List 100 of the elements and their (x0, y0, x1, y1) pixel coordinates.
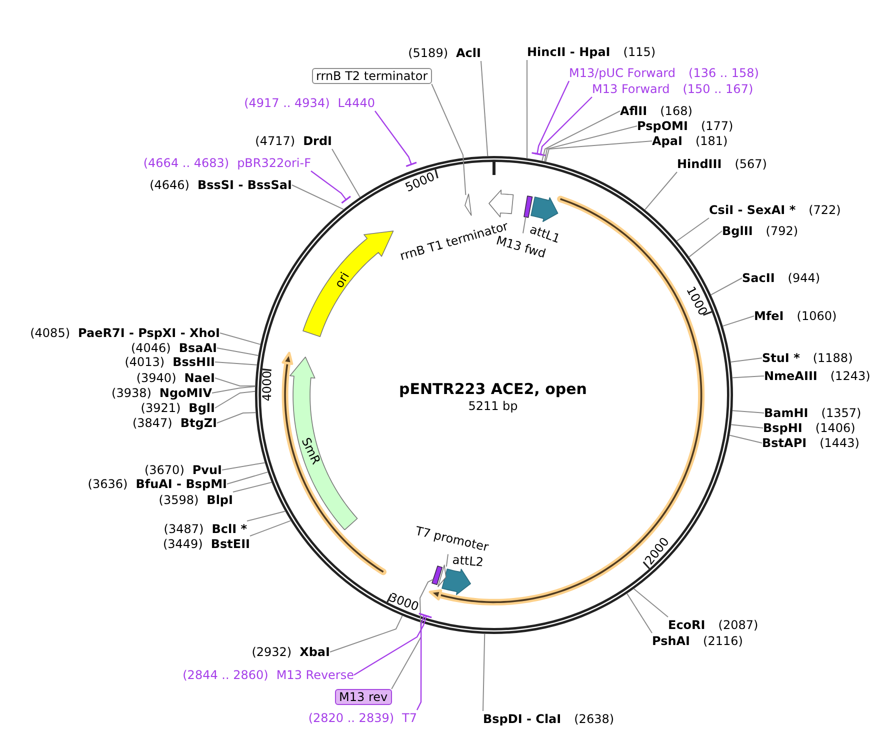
primer-position: (2820 .. 2839) (308, 710, 394, 726)
scale-number: 5000 (403, 169, 437, 195)
leader-line (330, 615, 403, 652)
leader-line (431, 84, 466, 196)
feature-label: attL2 (452, 552, 484, 570)
feature-tag: rrnB T2 terminator (312, 68, 432, 84)
leader-line (310, 170, 352, 204)
site-position: (1188) (812, 350, 853, 366)
enzyme-name: PvuI (192, 462, 222, 478)
site-position: (4646) (150, 177, 190, 193)
site-position: (3847) (132, 415, 172, 431)
site-position: (944) (788, 270, 820, 286)
primer-name: M13 Reverse (276, 667, 354, 683)
site-position: (1243) (830, 368, 870, 384)
enzyme-name: BstEII (210, 536, 250, 552)
scale-number: 4000 (260, 370, 274, 402)
leader-line (730, 424, 764, 428)
enzyme-name: SacII (742, 270, 775, 286)
site-position: (4013) (124, 354, 165, 370)
leader-line (332, 148, 360, 198)
primer-name: M13 Forward (592, 81, 670, 97)
leader-line (633, 588, 668, 618)
site-position: (1406) (815, 420, 856, 436)
leader-line (292, 184, 344, 210)
leader-line (354, 613, 432, 676)
plasmid-name: pENTR223 ACE2, open (399, 380, 587, 398)
primer-position: (4917 .. 4934) (244, 95, 330, 111)
enzyme-name: PaeR7I - PspXI - XhoI (78, 325, 220, 341)
enzyme-name: BssSI - BssSaI (197, 177, 292, 193)
leader-line (644, 172, 678, 210)
feature-label: SmR (298, 436, 324, 466)
leader-line (722, 316, 754, 327)
leader-line (446, 554, 448, 568)
site-position: (567) (734, 156, 767, 172)
site-position: (2638) (574, 711, 614, 727)
site-position: (1357) (821, 405, 862, 421)
enzyme-name: PshAI (652, 633, 690, 649)
site-position: (2116) (703, 633, 743, 649)
enzyme-name: AflII (620, 103, 648, 119)
enzyme-name: BclI * (212, 521, 247, 537)
leader-line (526, 60, 528, 159)
leader-line (212, 386, 256, 394)
enzyme-name: BglI (188, 400, 215, 416)
leader-line (214, 390, 256, 408)
site-position: (115) (623, 44, 656, 60)
enzyme-name: BspDI - ClaI (483, 711, 562, 727)
site-position: (1443) (820, 435, 860, 451)
primer-name: T7 (402, 710, 417, 726)
primer-position: (150 .. 167) (682, 81, 754, 97)
site-position: (3670) (144, 462, 184, 478)
leader-line (530, 80, 570, 156)
leader-line (710, 278, 742, 296)
leader-line (226, 472, 268, 484)
site-position: (1060) (796, 308, 837, 324)
leader-line (542, 110, 620, 162)
site-position: (3636) (88, 476, 128, 492)
enzyme-name: BglII (722, 223, 753, 239)
enzyme-name: BssHII (172, 354, 215, 370)
site-position: (181) (695, 133, 728, 149)
leader-line (522, 216, 526, 234)
enzyme-name: EcoRI (668, 617, 706, 633)
leader-line (214, 362, 258, 366)
leader-line (730, 358, 762, 363)
enzyme-name: MfeI (754, 308, 784, 324)
leader-line (246, 510, 286, 522)
enzyme-name: NgoMIV (159, 385, 212, 401)
site-position: (3940) (136, 370, 176, 386)
primer-position: (4664 .. 4683) (143, 155, 230, 171)
primer-position: (136 .. 158) (688, 65, 759, 81)
leader-line (216, 348, 259, 356)
site-position: (2087) (718, 617, 758, 633)
site-position: (3598) (158, 492, 199, 508)
enzyme-name: StuI * (762, 350, 800, 366)
primer-position: (2844 .. 2860) (182, 667, 268, 683)
enzyme-name: AclI (456, 45, 481, 61)
site-position: (177) (700, 118, 734, 134)
scale-number: 3000 (387, 590, 421, 614)
enzyme-name: BsaAI (178, 340, 217, 356)
enzyme-name: DrdI (303, 133, 332, 149)
plasmid-length: 5211 bp (468, 399, 518, 413)
leader-line (216, 412, 256, 424)
enzyme-name: NaeI (184, 370, 215, 386)
leader-line (534, 96, 592, 156)
enzyme-name: BstAPI (762, 435, 807, 451)
feature-label: ori (332, 270, 352, 290)
leader-line (214, 378, 256, 386)
site-position: (4046) (130, 340, 171, 356)
leader-line (545, 140, 652, 162)
site-position: (792) (766, 223, 798, 239)
site-position: (3449) (162, 536, 203, 552)
feature-label: T7 promoter (414, 524, 490, 554)
leader-line (374, 110, 418, 168)
leader-line (729, 434, 762, 444)
site-position: (3938) (112, 385, 152, 401)
leader-line (416, 612, 430, 710)
enzyme-name: CsiI - SexAI * (709, 202, 796, 218)
site-position: (3487) (164, 521, 204, 537)
leader-line (732, 410, 764, 414)
primer-name: L4440 (338, 95, 375, 111)
site-position: (168) (660, 103, 692, 119)
